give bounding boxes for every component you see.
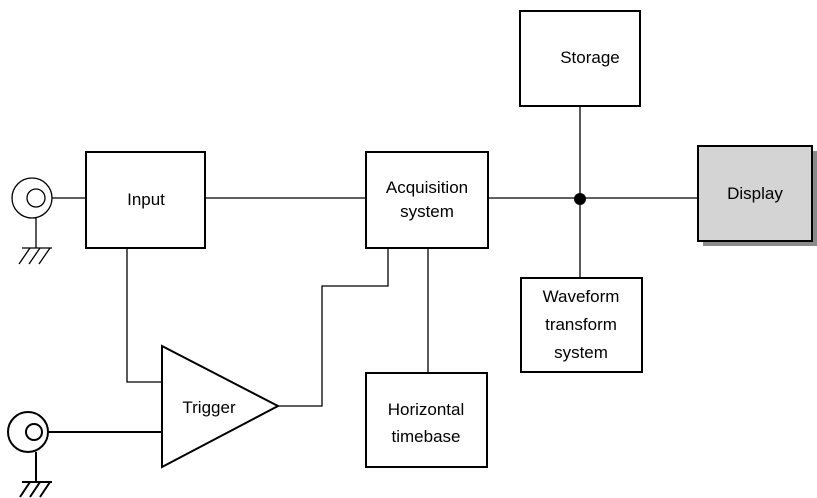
waveform-transform-block: Waveform transform system xyxy=(520,277,643,373)
waveform-label-line2: transform xyxy=(545,315,617,334)
input-block: Input xyxy=(85,151,206,249)
acquisition-label-line1: Acquisition xyxy=(386,178,468,197)
ground-icon xyxy=(18,247,51,265)
input-block-label: Input xyxy=(127,190,165,209)
storage-block-label: Storage xyxy=(560,48,620,67)
bus-junction-dot xyxy=(574,193,586,205)
horizontal-timebase-block: Horizontal timebase xyxy=(365,372,488,468)
trigger-connector-icon xyxy=(7,411,52,483)
horizontal-label-line1: Horizontal xyxy=(388,400,465,419)
wire-input-to-trigger xyxy=(126,248,162,383)
acquisition-label-line2: system xyxy=(400,202,454,221)
connections xyxy=(48,106,698,433)
display-block-label: Display xyxy=(727,184,783,203)
ground-icon-2 xyxy=(19,481,51,498)
trigger-amplifier: Trigger xyxy=(161,344,281,469)
waveform-label-line3: system xyxy=(554,343,608,362)
trigger-label: Trigger xyxy=(182,398,236,417)
input-connector-icon xyxy=(11,177,53,249)
horizontal-label-line2: timebase xyxy=(392,427,461,446)
storage-block: Storage xyxy=(519,10,641,107)
wire-trigger-to-acquisition xyxy=(278,248,389,407)
waveform-label-line1: Waveform xyxy=(543,287,620,306)
acquisition-system-block: Acquisition system xyxy=(365,151,489,249)
display-block: Display xyxy=(697,145,817,246)
